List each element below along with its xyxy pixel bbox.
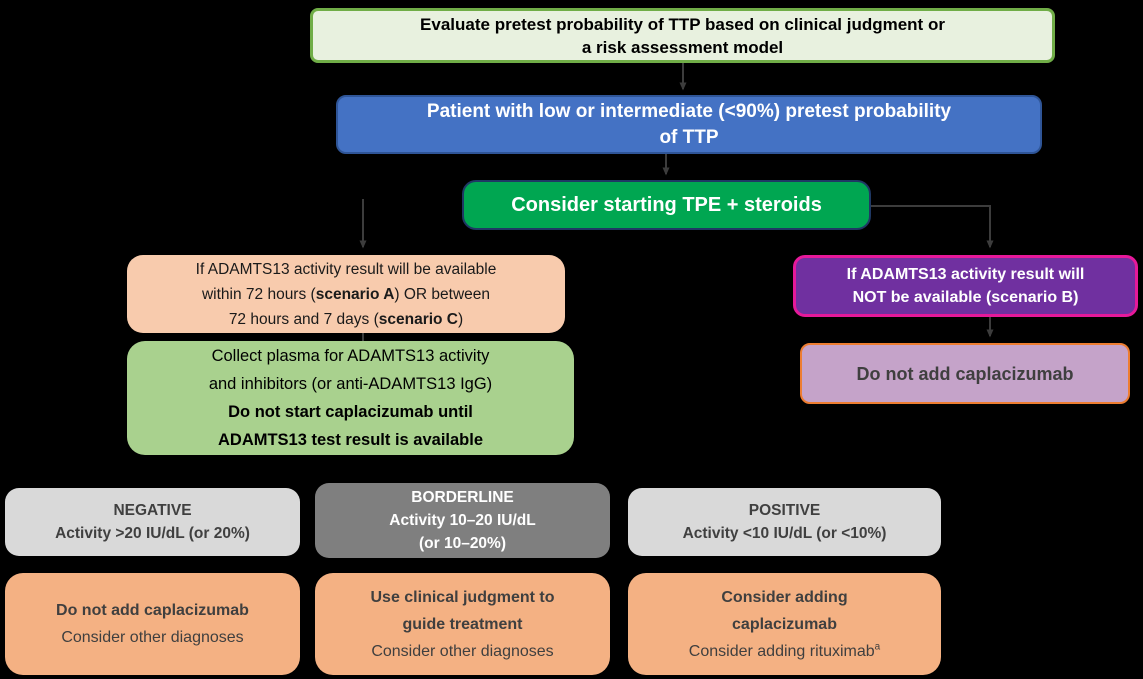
box-text-line: of TTP: [659, 126, 719, 148]
box-text-line: Do not add caplacizumab: [56, 602, 249, 619]
evaluate-pretest-probability-box: Evaluate pretest probability of TTP base…: [310, 8, 1055, 63]
box-text-line: Do not add caplacizumab: [856, 363, 1074, 384]
result-positive-box: POSITIVE Activity <10 IU/dL (or <10%): [628, 488, 941, 556]
do-not-add-caplacizumab-box: Do not add caplacizumab: [800, 343, 1130, 404]
box-text-line: Consider other diagnoses: [371, 642, 554, 660]
box-text-line: NOT be available (scenario B): [852, 289, 1079, 306]
box-text-line: within 72 hours (scenario A) OR between: [201, 285, 491, 303]
result-borderline-box: BORDERLINE Activity 10–20 IU/dL (or 10–20%…: [315, 483, 610, 558]
box-text-line: Use clinical judgment to: [370, 588, 555, 606]
box-text-line: Consider other diagnoses: [61, 629, 244, 646]
box-text-line: ADAMTS13 test result is available: [217, 431, 483, 449]
box-text-line: Activity <10 IU/dL (or <10%): [682, 525, 887, 542]
consider-tpe-steroids-box: Consider starting TPE + steroids: [462, 180, 871, 230]
low-intermediate-pretest-box: Patient with low or intermediate (<90%) …: [336, 95, 1042, 154]
box-text-line: Consider adding: [721, 588, 848, 606]
collect-plasma-box: Collect plasma for ADAMTS13 activity and …: [127, 341, 574, 455]
box-text-line: BORDERLINE: [411, 489, 514, 506]
box-text-line: If ADAMTS13 activity result will: [846, 266, 1085, 283]
box-text-line: guide treatment: [402, 615, 523, 633]
box-text-line: Evaluate pretest probability of TTP base…: [420, 14, 945, 34]
box-text-line: Activity 10–20 IU/dL: [389, 512, 536, 529]
connector-tpe-to-scenario-b: [871, 205, 994, 249]
box-text-line: Patient with low or intermediate (<90%) …: [426, 100, 952, 122]
box-text-line: Do not start caplacizumab until: [228, 403, 473, 421]
scenario-a-c-availability-box: If ADAMTS13 activity result will be avai…: [127, 255, 565, 333]
box-text-line: NEGATIVE: [113, 502, 192, 519]
box-text-line: Collect plasma for ADAMTS13 activity: [211, 347, 490, 365]
result-negative-box: NEGATIVE Activity >20 IU/dL (or 20%): [5, 488, 300, 556]
box-text-line: 72 hours and 7 days (scenario C): [228, 310, 464, 328]
box-text-line: Activity >20 IU/dL (or 20%): [55, 525, 250, 542]
box-text-line: POSITIVE: [748, 502, 821, 519]
box-text-line: and inhibitors (or anti-ADAMTS13 IgG): [208, 375, 493, 393]
box-text-line: Consider starting TPE + steroids: [511, 194, 822, 216]
box-text-line: caplacizumab: [732, 615, 837, 633]
box-text-line: If ADAMTS13 activity result will be avai…: [195, 260, 497, 278]
box-text-line: a risk assessment model: [581, 37, 784, 57]
box-text-line: (or 10–20%): [418, 535, 506, 552]
box-text-line: Consider adding rituximaba: [688, 641, 881, 660]
